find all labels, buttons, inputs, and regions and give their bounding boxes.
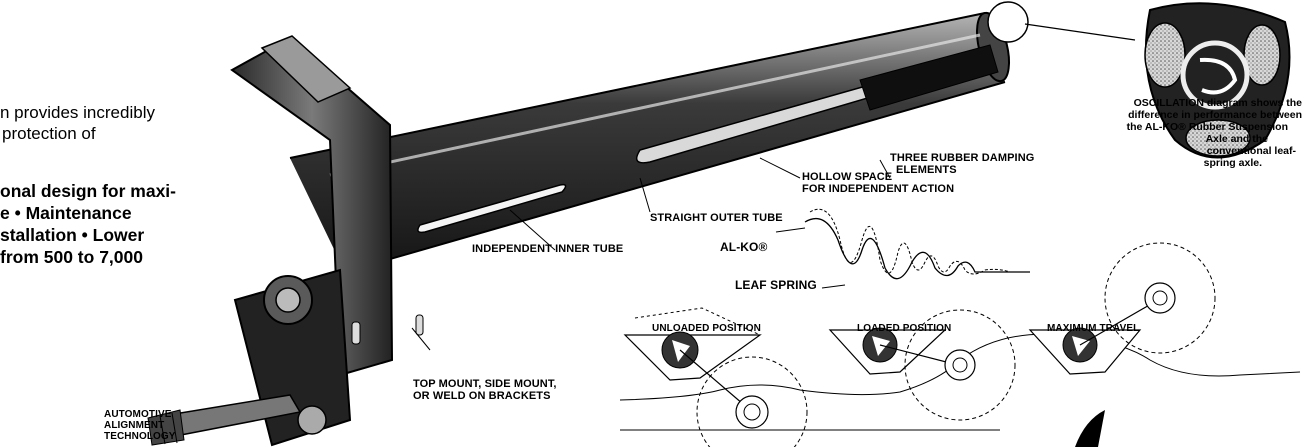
- page-edge-graphic: [1075, 410, 1105, 447]
- label-damping-elements: THREE RUBBER DAMPING ELEMENTS: [890, 152, 1035, 176]
- features-line-4: from 500 to 7,000: [0, 247, 143, 267]
- intro-text: n provides incredibly protection of: [0, 102, 250, 144]
- label-alko: AL-KO®: [720, 240, 768, 254]
- oscillation-caption: OSCILLATION diagram shows the difference…: [1126, 97, 1302, 169]
- spindle-shape: [147, 394, 302, 446]
- end-cap-highlight: [987, 1, 1029, 43]
- label-hollow-space: HOLLOW SPACE FOR INDEPENDENT ACTION: [802, 171, 955, 195]
- callout-line-damping-detail: [1024, 23, 1136, 41]
- mount-bracket-shape: [230, 35, 431, 377]
- label-inner-tube: INDEPENDENT INNER TUBE: [472, 243, 624, 255]
- label-maximum-travel: MAXIMUM TRAVEL: [1047, 323, 1140, 334]
- callout-line-damping: [879, 159, 891, 179]
- label-outer-tube: STRAIGHT OUTER TUBE: [650, 212, 783, 224]
- outer-tube-shape: [289, 11, 1011, 273]
- intro-line-2: protection of: [2, 124, 96, 143]
- features-line-1: onal design for maxi-: [0, 181, 176, 201]
- callout-line-hollow: [759, 157, 801, 179]
- features-text: onal design for maxi- e • Maintenance st…: [0, 180, 300, 268]
- label-loaded-position: LOADED POSITION: [857, 323, 952, 334]
- position-diagrams: [619, 242, 1301, 447]
- features-line-3: stallation • Lower: [0, 225, 145, 245]
- label-mount-brackets: TOP MOUNT, SIDE MOUNT, OR WELD ON BRACKE…: [413, 378, 557, 402]
- label-unloaded-position: UNLOADED POSITION: [652, 323, 761, 334]
- intro-line-1: n provides incredibly: [0, 103, 155, 122]
- rubber-elements-cross-section: [1144, 2, 1291, 159]
- label-automotive-alignment: AUTOMOTIVE ALIGNMENT TECHNOLOGY: [104, 409, 176, 442]
- callout-line-outer: [639, 177, 651, 213]
- callout-line-inner: [509, 209, 556, 251]
- features-line-2: e • Maintenance: [0, 203, 132, 223]
- label-leaf-spring: LEAF SPRING: [735, 278, 817, 292]
- oscillation-diagram: [775, 208, 1030, 289]
